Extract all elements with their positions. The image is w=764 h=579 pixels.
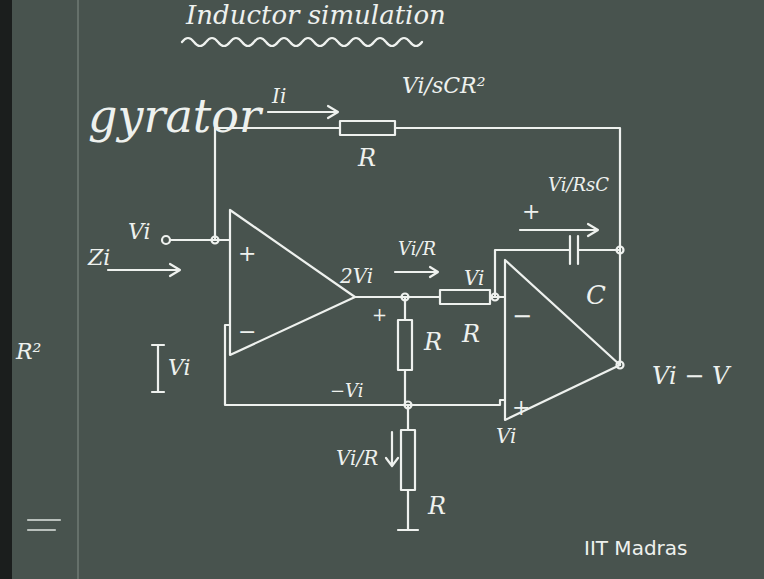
pin-sign: − [512,304,532,329]
capacitor-label: C [586,282,606,309]
pin-sign: + [522,200,540,223]
margin-note: R² [16,340,41,363]
current-label: Vi/RsC [548,176,609,195]
resistor-label: R [358,146,376,171]
node-voltage: Vi [168,356,191,379]
current-label: Vi/R [398,240,436,259]
input-label: Vi [128,220,151,243]
node-voltage: Vi [496,426,517,447]
resistor-label: R [428,494,446,519]
resistor-label: R [424,330,442,355]
node-voltage: −Vi [330,382,364,401]
pin-sign: + [238,242,256,265]
pin-sign: + [512,396,530,419]
heading-word: gyrator [88,92,261,140]
node-voltage: Vi [464,268,485,289]
resistor-label: R [462,322,480,347]
pin-sign: + [372,306,387,325]
current-label: Vi/sCR² [402,74,485,97]
watermark: IIT Madras [584,538,687,559]
board-title: Inductor simulation [186,2,446,29]
impedance-label: Zi [88,246,110,269]
expression-label: Vi − V [652,364,729,389]
pin-sign: − [238,320,256,343]
current-label: Vi/R [336,448,378,469]
current-label: Ii [272,86,286,107]
node-voltage: 2Vi [340,266,373,287]
